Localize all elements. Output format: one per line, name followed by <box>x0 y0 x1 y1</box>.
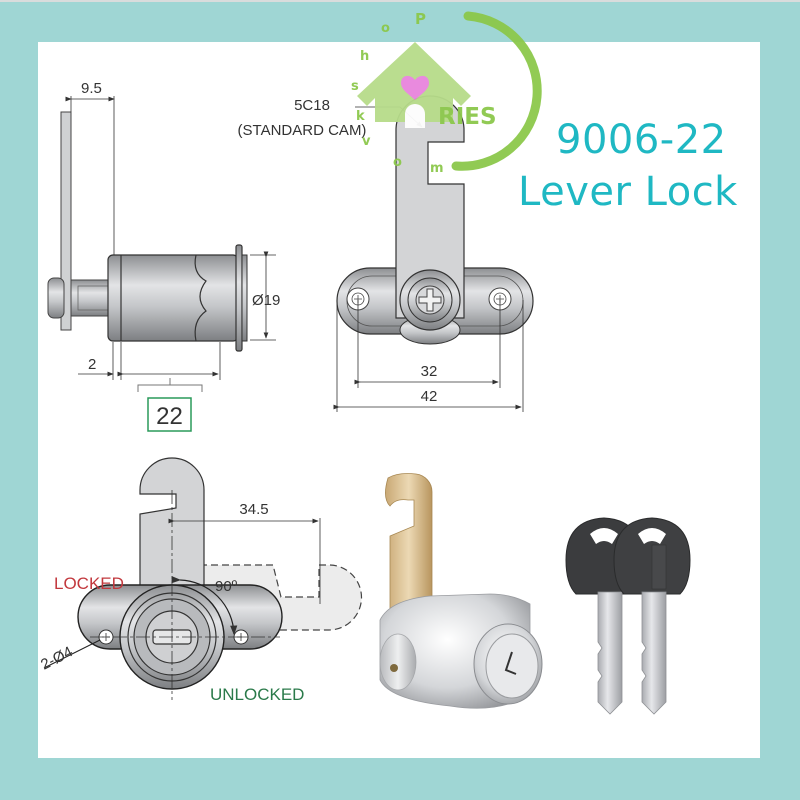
dim-hole-spacing: 32 <box>421 363 438 380</box>
dim-diameter: Ø19 <box>252 292 280 309</box>
svg-text:k: k <box>356 109 365 124</box>
dim-throw: 34.5 <box>239 501 268 518</box>
svg-text:P: P <box>415 10 426 28</box>
cam-label-code: 5C18 <box>294 97 330 114</box>
rotation-view-drawing: 34.5 90º 2-Ø4 LOCKED UNLOCKED <box>38 457 363 704</box>
hole-spec: 2-Ø4 <box>38 643 75 673</box>
top-view-drawing: 5C18 (STANDARD CAM) 32 42 <box>238 95 534 412</box>
shop-logo: RIES v k s h o P o m <box>351 10 542 176</box>
svg-text:o: o <box>381 21 390 36</box>
keys-photo <box>565 517 691 715</box>
product-model: 9006-22 <box>556 117 727 163</box>
unlocked-label: UNLOCKED <box>210 685 304 704</box>
svg-text:o: o <box>393 155 402 170</box>
rotation-angle: 90º <box>215 578 238 595</box>
dim-flange: 2 <box>88 356 96 373</box>
svg-text:s: s <box>351 79 359 94</box>
dim-body-length-box: 22 <box>156 403 183 430</box>
locked-label: LOCKED <box>54 574 124 593</box>
svg-text:v: v <box>362 134 371 149</box>
logo-brand-text: RIES <box>438 104 497 130</box>
product-name: Lever Lock <box>518 169 738 215</box>
svg-text:m: m <box>430 161 444 176</box>
dim-overall-width: 42 <box>421 388 438 405</box>
lock-photo <box>379 473 543 709</box>
side-view-drawing: 9.5 Ø19 2 22 <box>47 80 280 432</box>
svg-text:h: h <box>360 49 369 64</box>
top-edge-line <box>0 0 800 2</box>
dim-plate-thickness: 9.5 <box>81 80 102 97</box>
cam-label-type: (STANDARD CAM) <box>238 122 367 139</box>
